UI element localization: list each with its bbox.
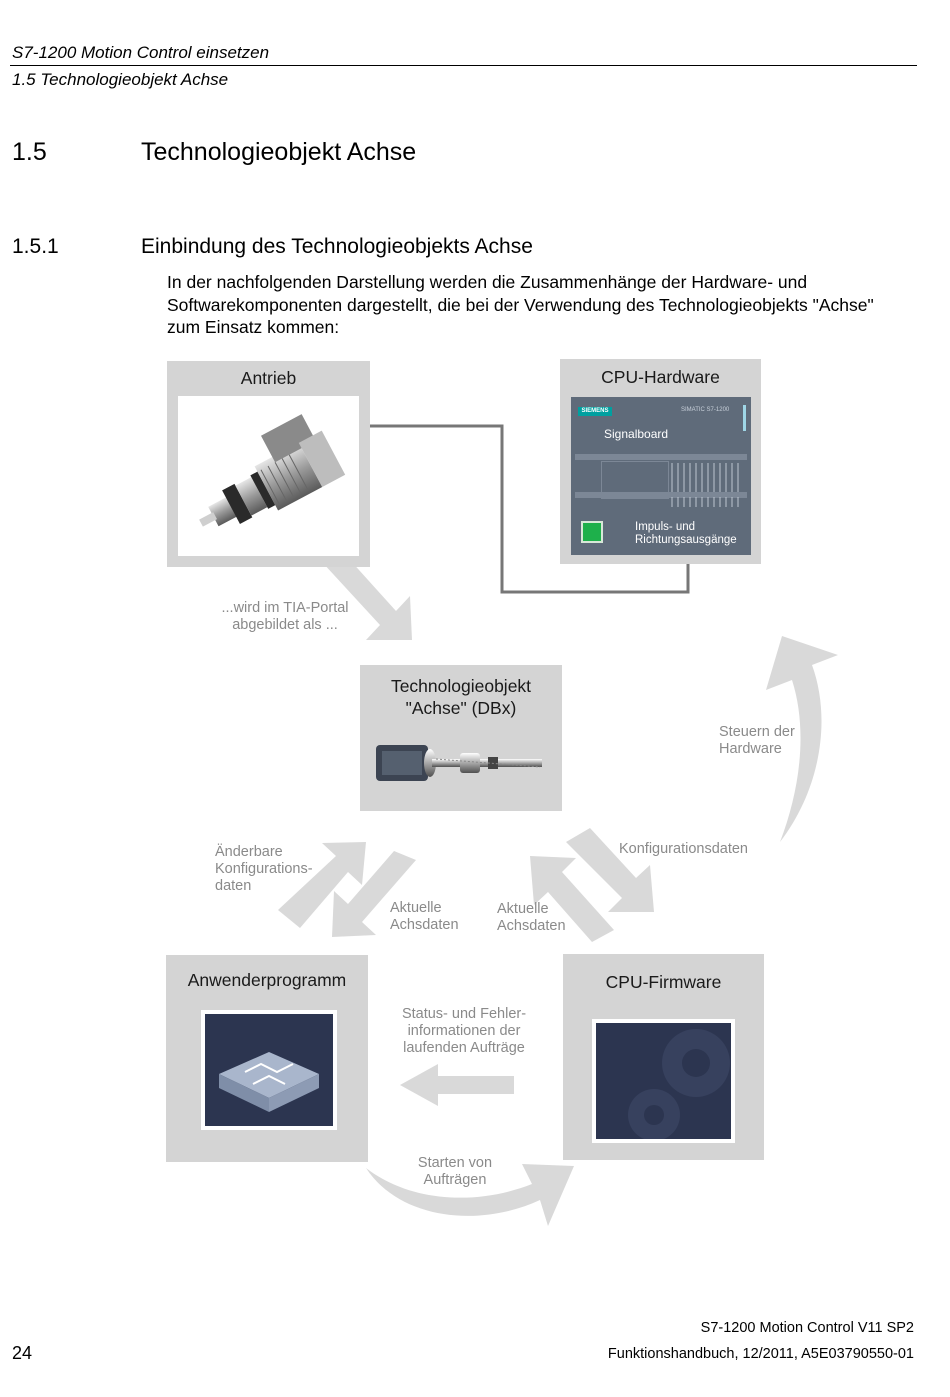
axisdata-down-arrow-left xyxy=(332,851,416,937)
firmware-gears-tile xyxy=(596,1023,731,1139)
program-blocks-icon xyxy=(219,1052,319,1112)
status-led-strip xyxy=(743,405,746,431)
subsection-title: Einbindung des Technologieobjekts Achse xyxy=(141,235,533,258)
servo-motor-icon xyxy=(199,414,346,527)
simatic-model-label: SIMATIC S7-1200 xyxy=(681,407,730,413)
program-blocks-tile xyxy=(205,1014,333,1126)
header-rule xyxy=(10,65,917,66)
gears-icon xyxy=(628,1029,730,1139)
changeable-config-label: Änderbare Konfigurations- daten xyxy=(215,844,313,894)
cpu-firmware-image-frame xyxy=(592,1019,735,1143)
status-error-label: Status- und Fehler- informationen der la… xyxy=(401,1006,527,1056)
user-program-box: Anwenderprogramm xyxy=(166,955,368,1162)
technology-object-box: Technologieobjekt "Achse" (DBx) xyxy=(360,665,562,811)
cpu-firmware-box: CPU-Firmware xyxy=(563,954,764,1160)
config-data-label: Konfigurationsdaten xyxy=(619,841,748,857)
running-header-section: 1.5 Technologieobjekt Achse xyxy=(12,70,229,89)
start-jobs-label: Starten von Aufträgen xyxy=(417,1155,493,1188)
cpu-module-panel: SIEMENS SIMATIC S7-1200 Signalboard Impu… xyxy=(571,397,751,555)
io-strip-top xyxy=(575,454,747,460)
running-header-title: S7-1200 Motion Control einsetzen xyxy=(12,43,270,62)
cpu-hardware-box: CPU-Hardware SIEMENS SIMATIC S7-1200 Sig… xyxy=(560,359,761,564)
ethernet-port-icon xyxy=(581,521,603,543)
user-program-image-frame xyxy=(201,1010,337,1130)
io-strip-bottom xyxy=(575,492,747,498)
connection-line xyxy=(348,424,690,594)
drive-box: Antrieb xyxy=(167,361,370,567)
current-axis-data-label-right: Aktuelle Achsdaten xyxy=(497,901,566,934)
drive-image-frame xyxy=(178,396,359,556)
technology-object-title: Technologieobjekt "Achse" (DBx) xyxy=(390,676,532,718)
config-down-arrow-right xyxy=(566,828,654,912)
tia-portal-label: ...wird im TIA-Portal abgebildet als ... xyxy=(221,600,349,633)
user-program-title: Anwenderprogramm xyxy=(187,970,347,990)
current-axis-data-label-left: Aktuelle Achsdaten xyxy=(390,900,459,933)
drive-title: Antrieb xyxy=(240,368,297,388)
axis-icon xyxy=(376,745,542,781)
tia-portal-arrow xyxy=(322,560,412,640)
status-arrow xyxy=(400,1064,514,1106)
config-up-arrow xyxy=(278,842,366,928)
section-title: Technologieobjekt Achse xyxy=(141,138,417,166)
page-number: 24 xyxy=(12,1343,33,1363)
axisdata-up-arrow-right xyxy=(530,856,614,942)
footer-product: S7-1200 Motion Control V11 SP2 xyxy=(700,1320,914,1336)
signalboard-slot xyxy=(601,461,669,499)
control-hardware-arrow xyxy=(766,636,838,842)
start-jobs-arrow xyxy=(366,1164,574,1226)
control-hardware-label: Steuern der Hardware xyxy=(719,724,795,757)
io-terminals-bottom xyxy=(671,497,743,507)
subsection-number: 1.5.1 xyxy=(12,235,59,258)
cpu-firmware-title: CPU-Firmware xyxy=(605,972,722,992)
pulse-direction-label: Impuls- und Richtungsausgänge xyxy=(635,521,737,546)
section-number: 1.5 xyxy=(12,138,47,166)
intro-paragraph: In der nachfolgenden Darstellung werden … xyxy=(167,272,874,337)
io-terminals-top xyxy=(671,463,743,493)
signalboard-label: Signalboard xyxy=(604,427,669,441)
footer-manual: Funktionshandbuch, 12/2011, A5E03790550-… xyxy=(607,1346,914,1362)
siemens-logo: SIEMENS xyxy=(578,407,612,416)
cpu-hardware-title: CPU-Hardware xyxy=(601,367,720,387)
